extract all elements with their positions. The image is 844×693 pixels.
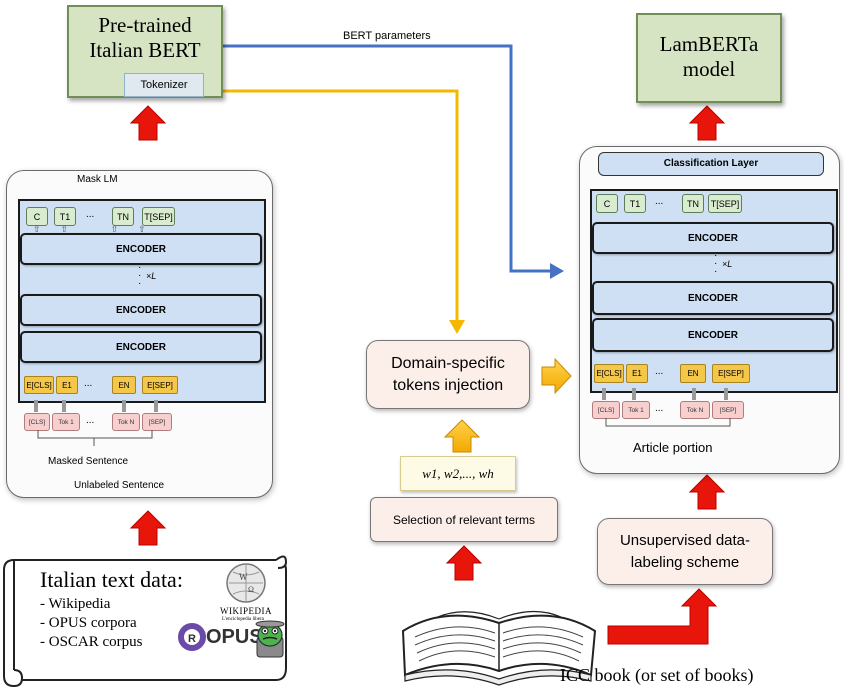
wikipedia-logo-text: Wikipedia xyxy=(220,606,272,616)
mask-lm-label: Mask LM xyxy=(77,174,118,185)
right-input-token: Tok N xyxy=(680,401,710,419)
left-input-token: [SEP] xyxy=(142,413,172,431)
left-embedding-token: E[SEP] xyxy=(142,376,178,394)
left-input-token: Tok 1 xyxy=(52,413,80,431)
right-output-token: T[SEP] xyxy=(708,194,742,213)
red-arrow-up-2 xyxy=(129,510,167,546)
oscar-grouch-icon xyxy=(255,620,285,658)
right-output-token: T1 xyxy=(624,194,646,213)
left-input-token: Tok N xyxy=(112,413,140,431)
left-xL-label: ×L xyxy=(146,271,157,281)
left-input-connectors xyxy=(34,400,158,446)
terms-text: w1, w2,..., wh xyxy=(422,465,494,481)
left-encoder-2: ENCODER xyxy=(20,294,262,326)
tokenizer-arrowhead xyxy=(449,320,465,334)
right-output-token: C xyxy=(596,194,618,213)
left-vertical-dots: ··· xyxy=(138,262,142,289)
right-input-connectors xyxy=(602,388,731,427)
italian-data-item: - Wikipedia xyxy=(40,596,111,612)
yellow-arrow-right xyxy=(541,357,572,395)
lamberta-title: LamBERTa model xyxy=(659,32,759,82)
injection-box: Domain-specific tokens injection xyxy=(366,340,530,409)
article-portion-label: Article portion xyxy=(633,440,713,455)
right-embedding-token: E[SEP] xyxy=(712,364,750,383)
red-arrow-up-4 xyxy=(688,474,726,510)
svg-text:R: R xyxy=(188,633,196,645)
svg-text:W: W xyxy=(239,572,248,582)
tokenizer-box: Tokenizer xyxy=(124,73,204,97)
right-embedding-ellipsis: ... xyxy=(655,366,664,377)
pretrained-bert-box: Pre-trained Italian BERT Tokenizer xyxy=(67,5,223,98)
left-up-arrows: ⇧⇧ ⇧⇧ xyxy=(33,224,166,234)
left-output-token: T[SEP] xyxy=(142,207,175,226)
left-input-ellipsis: ... xyxy=(86,415,95,426)
left-encoder-3: ENCODER xyxy=(20,331,262,363)
unlabeled-sentence-label: Unlabeled Sentence xyxy=(74,480,165,491)
wikipedia-globe-icon: W Ω xyxy=(226,563,266,603)
opus-logo-icon: R xyxy=(178,623,206,651)
red-bent-arrow xyxy=(607,588,718,645)
red-arrow-up-5 xyxy=(445,545,483,581)
left-output-ellipsis: ... xyxy=(86,209,95,220)
right-embedding-token: EN xyxy=(680,364,706,383)
right-output-ellipsis: ... xyxy=(655,196,664,207)
icc-book-label: ICC book (or set of books) xyxy=(560,665,754,685)
wikipedia-logo-subtext: L'enciclopedia libera xyxy=(222,617,264,622)
left-embedding-ellipsis: ... xyxy=(84,378,93,389)
classification-layer: Classification Layer xyxy=(598,152,824,176)
tokenizer-line xyxy=(203,89,459,322)
bert-parameters-line xyxy=(221,44,552,273)
italian-data-item: - OSCAR corpus xyxy=(40,634,143,650)
red-arrow-up-1 xyxy=(129,105,167,141)
right-output-token: TN xyxy=(682,194,704,213)
opus-logo-text: OPUS xyxy=(206,626,263,648)
masked-sentence-label: Masked Sentence xyxy=(48,456,129,467)
left-embedding-token: E1 xyxy=(56,376,78,394)
left-output-token: TN xyxy=(112,207,134,226)
right-xL-label: ×L xyxy=(722,259,733,269)
right-encoder-3: ENCODER xyxy=(592,318,834,352)
left-embedding-token: EN xyxy=(112,376,136,394)
lamberta-model-box: LamBERTa model xyxy=(636,13,782,103)
italian-data-title: Italian text data: xyxy=(40,567,183,592)
svg-text:Ω: Ω xyxy=(248,585,254,594)
terms-note: w1, w2,..., wh xyxy=(400,456,516,491)
left-embedding-token: E[CLS] xyxy=(24,376,54,394)
left-output-token: T1 xyxy=(54,207,76,226)
bert-parameters-arrowhead xyxy=(550,263,564,279)
right-vertical-dots: ··· xyxy=(714,250,718,277)
right-encoder-2: ENCODER xyxy=(592,281,834,315)
left-input-token: [CLS] xyxy=(24,413,50,431)
right-encoder-1: ENCODER xyxy=(592,222,834,254)
red-arrow-up-3 xyxy=(688,105,726,141)
right-embedding-token: E1 xyxy=(626,364,648,383)
left-encoder-1: ENCODER xyxy=(20,233,262,265)
scroll-background xyxy=(3,555,288,688)
right-input-ellipsis: ... xyxy=(655,403,664,414)
right-embedding-token: E[CLS] xyxy=(594,364,624,383)
left-output-token: C xyxy=(26,207,48,226)
right-input-token: Tok 1 xyxy=(622,401,650,419)
italian-data-item: - OPUS corpora xyxy=(40,615,137,631)
icc-book-icon xyxy=(401,610,597,686)
bert-parameters-label: BERT parameters xyxy=(343,30,431,42)
unsupervised-box: Unsupervised data-labeling scheme xyxy=(597,518,773,585)
pretrained-bert-title: Pre-trained Italian BERT xyxy=(89,13,201,63)
selection-box: Selection of relevant terms xyxy=(370,497,558,542)
right-input-token: [SEP] xyxy=(712,401,744,419)
yellow-arrow-up xyxy=(443,419,481,453)
